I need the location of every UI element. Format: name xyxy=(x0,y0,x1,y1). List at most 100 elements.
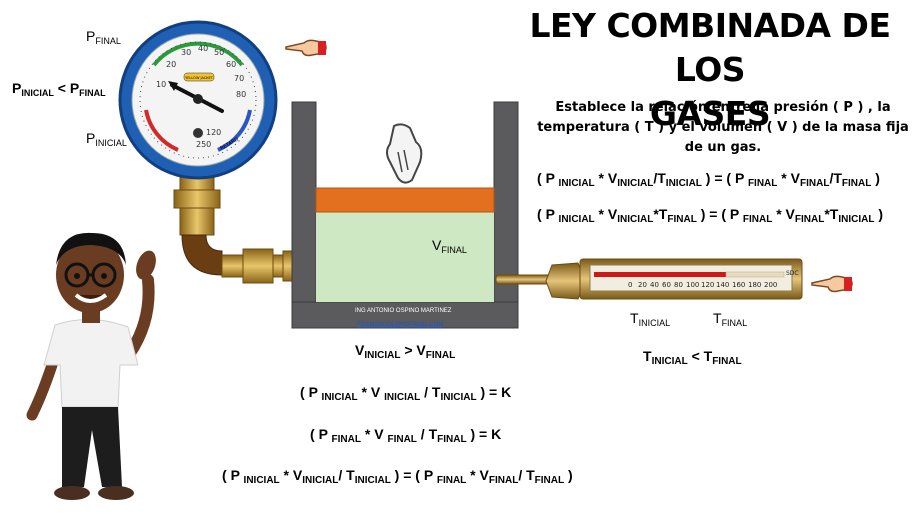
final-subscript: FINAL xyxy=(387,434,417,445)
inicial-subscript: INICIAL xyxy=(354,475,391,486)
description-line-3: de un gas. xyxy=(684,140,762,155)
thermo-tick: 160 xyxy=(732,281,745,289)
lt-symbol: < xyxy=(691,348,700,364)
label-t-inicial-lt-t-final: TINICIAL < TFINAL xyxy=(643,348,742,367)
page-title: LEY COMBINADA DE LOS GASES xyxy=(500,4,920,136)
v-symbol: V xyxy=(479,467,489,483)
thermometer-brand: SDC xyxy=(786,270,799,277)
label-v-final: VFINAL xyxy=(432,237,467,255)
gauge-scale-numbers: 10 20 30 40 50 60 70 80 120 250 xyxy=(156,44,246,149)
label-p-inicial-lt-p-final: PINICIAL < PFINAL xyxy=(12,80,106,98)
final-subscript: FINAL xyxy=(436,475,467,486)
title-line-2: GASES xyxy=(649,94,771,133)
t-symbol: T xyxy=(829,206,839,222)
p-symbol: P xyxy=(318,426,328,442)
t-symbol: T xyxy=(657,170,666,186)
gauge-tick: 70 xyxy=(234,74,244,83)
pressure-gauge: 10 20 30 40 50 60 70 80 120 250 YELLOW J… xyxy=(118,20,323,284)
inicial-subscript: INICIAL xyxy=(321,392,358,403)
p-symbol: P xyxy=(734,170,745,186)
final-subscript: FINAL xyxy=(747,178,778,189)
p-symbol: P xyxy=(545,206,555,222)
gauge-tick: 10 xyxy=(156,80,166,89)
inicial-subscript: INICIAL xyxy=(617,214,654,225)
thermo-tick: 200 xyxy=(764,281,777,289)
equation-combined-law: ( P INICIAL * VINICIAL/ TINICIAL ) = ( P… xyxy=(222,467,573,486)
thermo-tick: 140 xyxy=(716,281,729,289)
label-p-final-top: PFINAL xyxy=(86,28,121,46)
gauge-tick: 20 xyxy=(166,60,176,69)
final-subscript: FINAL xyxy=(712,356,742,367)
thermometer: 0 20 40 60 80 100 120 140 160 180 200 SD… xyxy=(495,258,803,300)
thermo-tick: 100 xyxy=(686,281,699,289)
v-symbol: V xyxy=(370,384,381,400)
p-symbol: P xyxy=(86,28,96,44)
equation-initial-equals-k: ( P INICIAL * V INICIAL / TINICIAL ) = K xyxy=(300,384,512,403)
final-subscript: FINAL xyxy=(841,178,872,189)
final-subscript: FINAL xyxy=(437,434,467,445)
thermo-tick: 80 xyxy=(674,281,683,289)
k-symbol: K xyxy=(491,426,502,442)
p-symbol: P xyxy=(729,206,739,222)
thermo-tick: 20 xyxy=(638,281,647,289)
p-symbol: P xyxy=(86,130,96,146)
t-symbol: T xyxy=(833,170,842,186)
t-symbol: T xyxy=(658,206,668,222)
gauge-brand: YELLOW JACKET xyxy=(185,76,214,80)
label-p-inicial-bottom: PINICIAL xyxy=(86,130,127,148)
credit-name: ING ANTONIO OSPINO MARTINEZ xyxy=(355,308,452,314)
gauge-tick: 250 xyxy=(196,140,211,149)
final-subscript: FINAL xyxy=(534,475,565,486)
final-subscript: FINAL xyxy=(794,214,825,225)
inicial-subscript: INICIAL xyxy=(617,178,654,189)
pointing-hand-icon xyxy=(811,275,853,293)
final-subscript: FINAL xyxy=(488,475,519,486)
gas-cylinder xyxy=(291,101,519,329)
p-symbol: P xyxy=(423,467,433,483)
t-symbol: T xyxy=(713,310,722,326)
description: Establece la relación entre la presión (… xyxy=(528,98,918,158)
cartoon-person xyxy=(26,232,156,500)
inicial-subscript: INICIAL xyxy=(364,350,401,361)
title-line-1: LEY COMBINADA DE LOS xyxy=(529,6,891,89)
thermo-tick: 40 xyxy=(650,281,659,289)
final-subscript: FINAL xyxy=(441,245,467,255)
v-symbol: V xyxy=(607,170,618,186)
inicial-subscript: INICIAL xyxy=(384,392,421,403)
p-symbol: P xyxy=(230,467,240,483)
final-subscript: FINAL xyxy=(79,88,106,98)
inicial-subscript: INICIAL xyxy=(302,475,339,486)
label-v-inicial-gt-v-final: VINICIAL > VFINAL xyxy=(355,342,455,361)
final-subscript: FINAL xyxy=(721,318,748,328)
t-symbol: T xyxy=(526,467,535,483)
inicial-subscript: INICIAL xyxy=(95,138,127,148)
v-symbol: V xyxy=(292,467,303,483)
inicial-subscript: INICIAL xyxy=(243,475,280,486)
v-symbol: V xyxy=(607,206,618,222)
label-t-inicial: TINICIAL xyxy=(630,310,670,328)
piston xyxy=(315,187,495,213)
credit-email[interactable]: FOXMANCOL@HOTMAIL.COM xyxy=(357,322,444,328)
thermo-tick: 0 xyxy=(628,281,632,289)
description-line-2: temperatura ( T ) y el volumen ( V ) de … xyxy=(537,120,909,135)
v-symbol: V xyxy=(432,237,442,253)
final-subscript: FINAL xyxy=(331,434,361,445)
p-symbol: P xyxy=(308,384,318,400)
thermo-tick: 60 xyxy=(662,281,671,289)
gas-volume xyxy=(316,212,494,302)
k-symbol: K xyxy=(501,384,512,400)
t-symbol: T xyxy=(346,467,355,483)
inicial-subscript: INICIAL xyxy=(838,214,875,225)
t-symbol: T xyxy=(428,426,438,442)
final-subscript: FINAL xyxy=(425,350,456,361)
pointing-hand-icon xyxy=(285,39,327,57)
inicial-subscript: INICIAL xyxy=(440,392,477,403)
p-symbol: P xyxy=(12,80,22,96)
thermometer-scale: 0 20 40 60 80 100 120 140 160 180 200 xyxy=(628,281,777,289)
v-symbol: V xyxy=(355,342,365,358)
equation-ratio-pvt: ( P INICIAL * VINICIAL/TINICIAL ) = ( P … xyxy=(537,170,880,189)
final-subscript: FINAL xyxy=(667,214,697,225)
inicial-subscript: INICIAL xyxy=(638,318,671,328)
gauge-tick: 50 xyxy=(214,48,224,57)
thermo-tick: 180 xyxy=(748,281,761,289)
